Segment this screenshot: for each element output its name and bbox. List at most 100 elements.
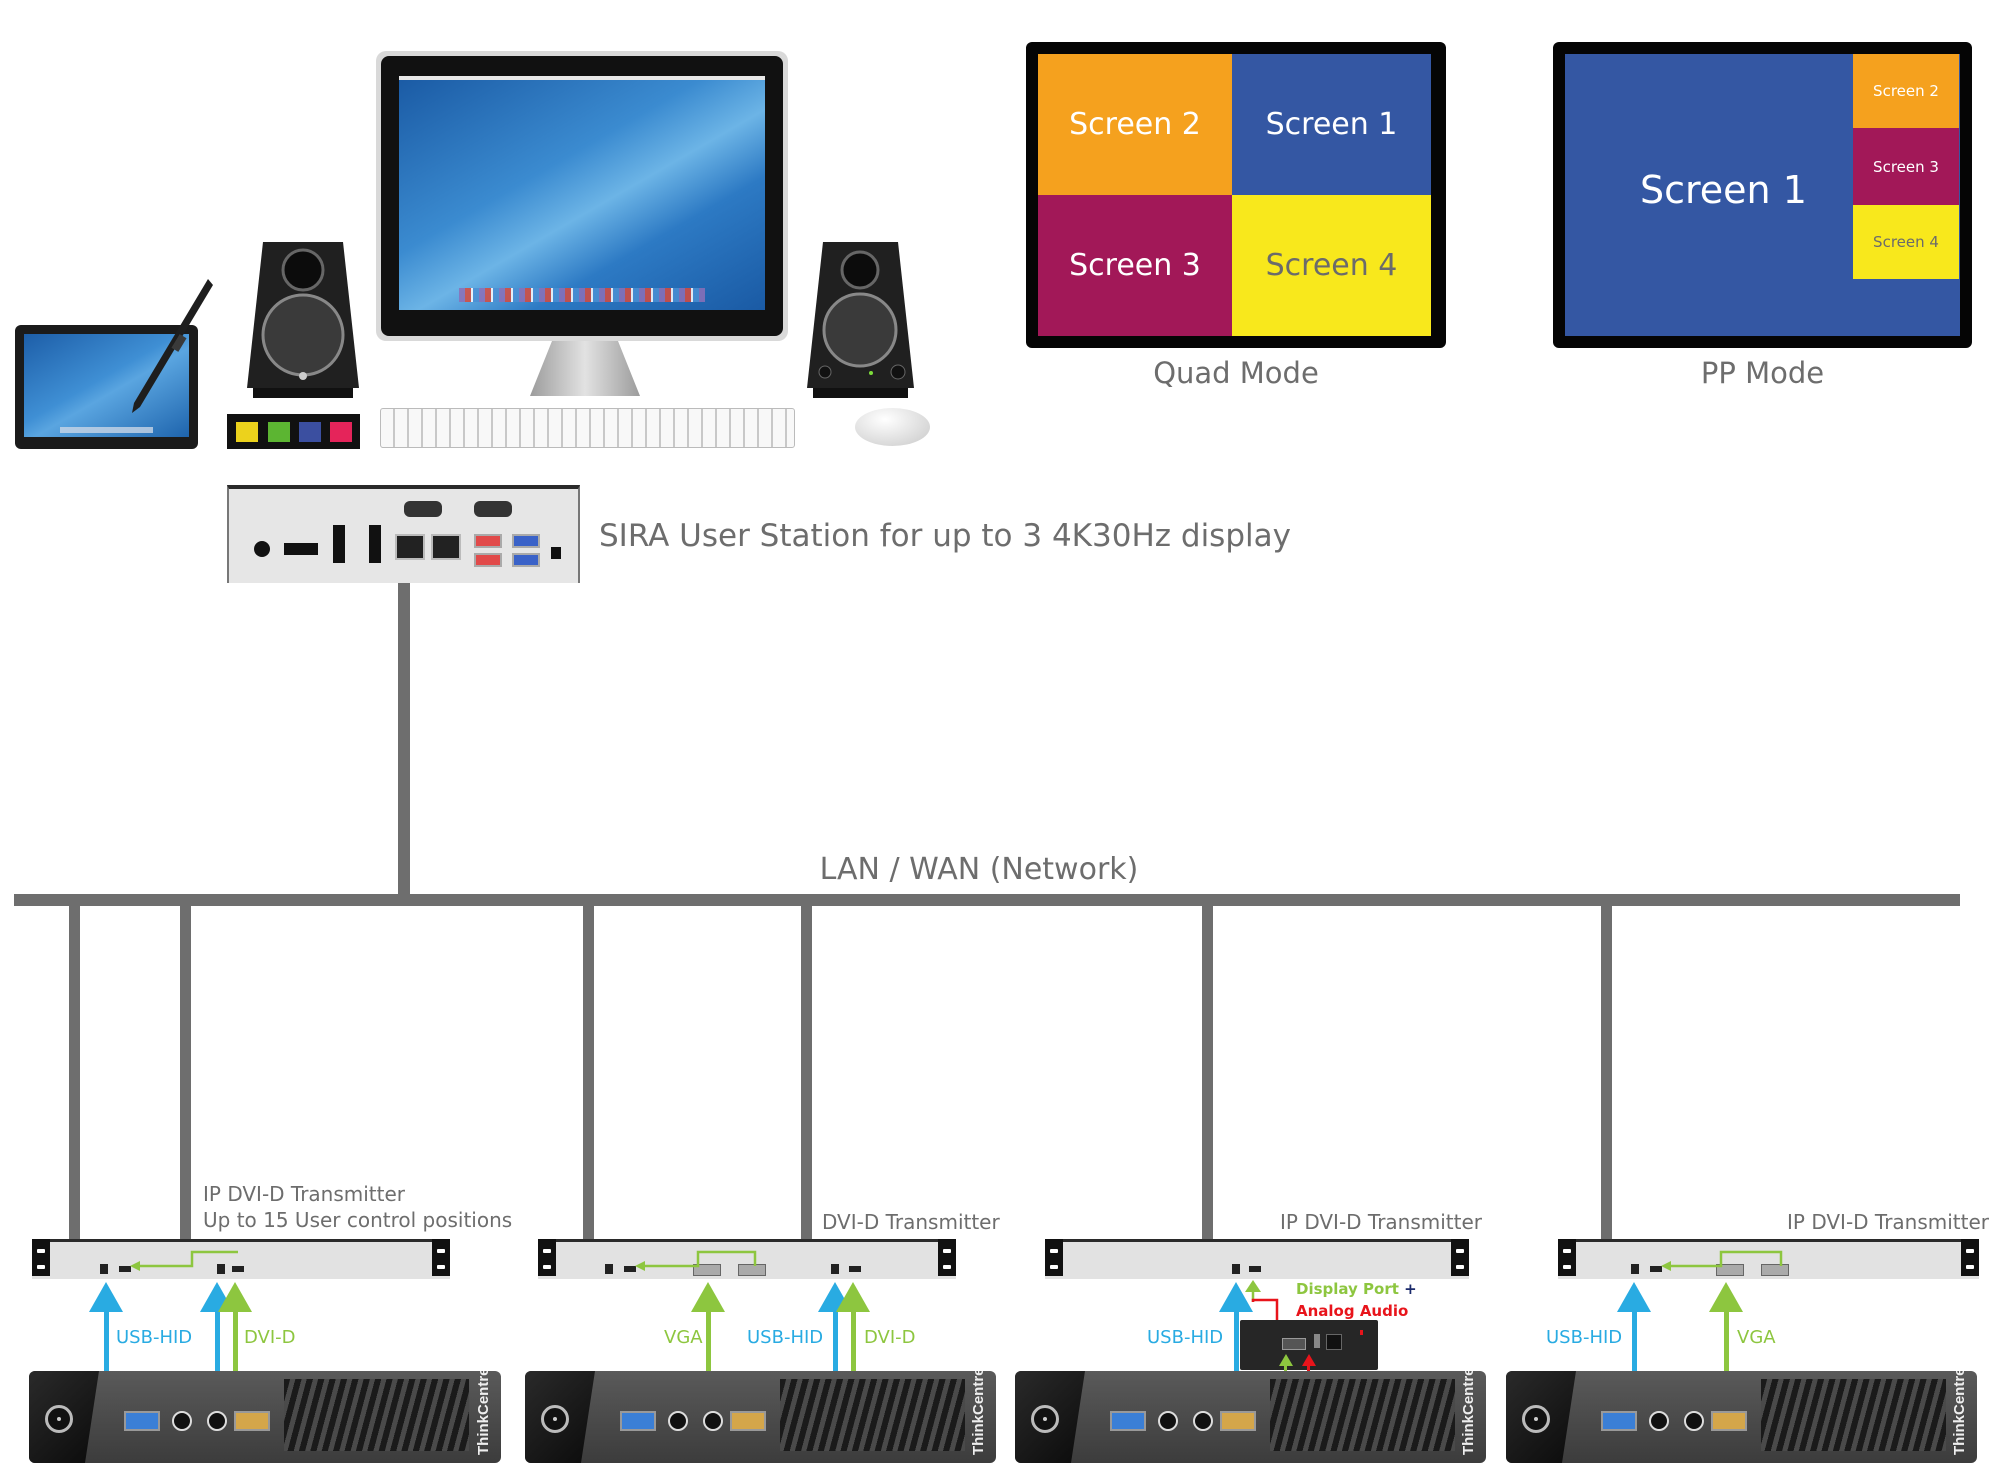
audio-cable [1307, 1364, 1310, 1372]
converter-label-dp: Display Port + [1296, 1280, 1417, 1298]
quad-mode-display: Screen 2 Screen 1 Screen 3 Screen 4 [1026, 42, 1446, 348]
headphone-jack [1684, 1411, 1704, 1431]
transmitter-1 [32, 1239, 450, 1279]
usb3-port [124, 1411, 160, 1431]
internal-video-link-icon [1661, 1250, 1783, 1271]
quad-mode-caption: Quad Mode [1153, 356, 1319, 390]
com2-port [474, 501, 512, 517]
quad-tile-screen-2: Screen 2 [1038, 54, 1232, 195]
mouse [855, 408, 930, 446]
user-station-uplink [398, 583, 410, 901]
usb-cable [215, 1310, 220, 1372]
mic-jack [172, 1411, 192, 1431]
power-button-icon [541, 1405, 569, 1433]
vent-grille [284, 1379, 469, 1451]
transmitter-1-title: IP DVI-D Transmitter [203, 1182, 406, 1206]
power-button-icon [45, 1405, 73, 1433]
converter-label-dp-text: Display Port [1296, 1280, 1399, 1298]
monitor-dock [459, 288, 705, 302]
network-drop [1202, 906, 1213, 1248]
internal-video-link-icon [635, 1250, 757, 1271]
speaker-right-icon [807, 242, 914, 398]
network-drop [583, 906, 594, 1248]
transmitter-4-signal-vga: VGA [1737, 1327, 1776, 1348]
usbss-port-2 [512, 553, 540, 567]
usb-b-port [1631, 1264, 1639, 1274]
video-cable [851, 1310, 856, 1372]
video-arrow-icon [1279, 1354, 1293, 1366]
usb-b-port [605, 1264, 613, 1274]
mic-jack [1649, 1411, 1669, 1431]
dvi-port [1650, 1266, 1662, 1272]
usb-b-port [100, 1264, 108, 1274]
usb-cable [833, 1310, 838, 1372]
transmitter-1-subtitle: Up to 15 User control positions [203, 1208, 513, 1232]
pp-main-label: Screen 1 [1640, 168, 1807, 212]
com1-port [404, 501, 442, 517]
usb-cable [1234, 1310, 1239, 1372]
quad-tile-screen-4: Screen 4 [1232, 195, 1431, 336]
vent-grille [1761, 1379, 1946, 1451]
dp-port-2 [369, 525, 381, 563]
rack-ear-right [432, 1239, 450, 1276]
converter-plus: + [1404, 1280, 1417, 1298]
video-cable [1724, 1310, 1729, 1372]
pp-mode-display: Screen 1 Screen 2 Screen 3 Screen 4 [1553, 42, 1972, 348]
video-cable [233, 1310, 238, 1372]
speaker-left-icon [247, 242, 359, 398]
transmitter-4 [1558, 1239, 1979, 1279]
vga-port [693, 1264, 721, 1276]
converter-hdmi-port [1282, 1338, 1306, 1350]
converter-led [1360, 1330, 1363, 1335]
network-drop [180, 906, 191, 1248]
usb31-port-1 [474, 534, 502, 548]
usb-arrow-icon [89, 1282, 123, 1312]
converter-label-audio: Analog Audio [1296, 1302, 1409, 1320]
desktop-monitor [376, 51, 788, 341]
tablet-screen [24, 334, 189, 437]
monitor-bezel [381, 56, 783, 336]
dp-input-port [1249, 1266, 1261, 1272]
usb3-port [1110, 1411, 1146, 1431]
pp-mode-caption: PP Mode [1700, 356, 1825, 390]
quad-tile-label: Screen 2 [1069, 107, 1201, 142]
internal-video-link-icon [130, 1250, 238, 1271]
video-cable [706, 1310, 711, 1372]
pp-inset-screen-4: Screen 4 [1853, 205, 1959, 279]
tablet [15, 325, 198, 449]
usb-charge-port [1711, 1411, 1747, 1431]
lan-port-2 [431, 534, 461, 560]
video-cable [1284, 1364, 1287, 1372]
dc-in-port [254, 541, 270, 557]
usb3-port [1601, 1411, 1637, 1431]
pp-inset-label: Screen 4 [1873, 233, 1939, 251]
usb-b-port [217, 1264, 225, 1274]
rack-ear-left [1045, 1239, 1063, 1276]
mic-jack [1158, 1411, 1178, 1431]
usbss-port-1 [512, 534, 540, 548]
transmitter-2-title: DVI-D Transmitter [822, 1210, 1000, 1234]
source-computer-4: ThinkCentre [1506, 1371, 1977, 1463]
hdmi-port [284, 543, 318, 555]
color-key-red [330, 422, 352, 442]
rack-ear-left [538, 1239, 556, 1276]
monitor-screen [399, 76, 765, 310]
network-drop [1601, 906, 1612, 1248]
rack-ear-left [32, 1239, 50, 1276]
user-station-label: SIRA User Station for up to 3 4K30Hz dis… [599, 518, 1291, 554]
converter-audio-port [1314, 1334, 1320, 1348]
quad-tile-screen-1: Screen 1 [1232, 54, 1431, 195]
keyboard [380, 408, 795, 448]
transmitter-4-title: IP DVI-D Transmitter [1787, 1210, 1989, 1234]
mic-jack [668, 1411, 688, 1431]
pp-inset-screen-3: Screen 3 [1853, 128, 1959, 205]
transmitter-2 [538, 1239, 956, 1279]
usb3-port [620, 1411, 656, 1431]
pc-brand: ThinkCentre [970, 1371, 987, 1455]
transmitter-2-signal-vga: VGA [664, 1327, 703, 1348]
transmitter-2-signal-dvi: DVI-D [864, 1327, 916, 1348]
user-station-device [227, 485, 580, 583]
transmitter-3-title: IP DVI-D Transmitter [1280, 1210, 1483, 1234]
vga-port [1716, 1264, 1744, 1276]
video-arrow-icon [836, 1282, 870, 1312]
